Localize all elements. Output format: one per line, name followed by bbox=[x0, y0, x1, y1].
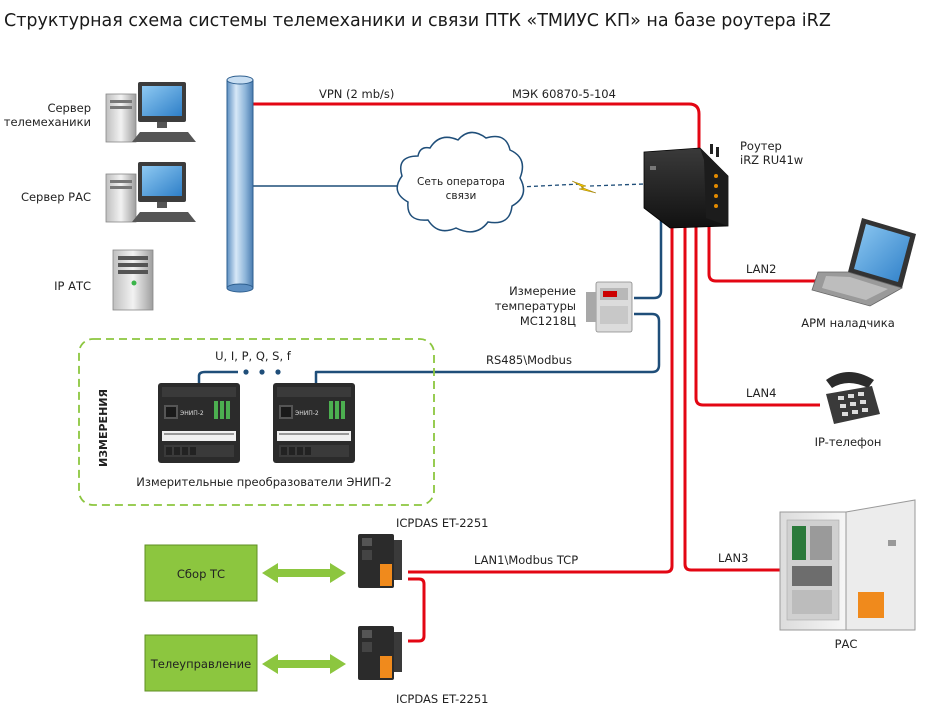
rac-cabinet-icon bbox=[779, 499, 916, 631]
network-backbone-pipe bbox=[226, 75, 254, 293]
laptop-label: АРМ наладчика bbox=[801, 316, 895, 330]
ts-double-arrow bbox=[262, 563, 346, 583]
lan4-label: LAN4 bbox=[746, 386, 776, 400]
lan2-label: LAN2 bbox=[746, 262, 776, 276]
vpn-line bbox=[252, 102, 701, 168]
router-label-2: iRZ RU41w bbox=[740, 153, 803, 167]
chain-dots bbox=[243, 369, 281, 375]
lan3-line bbox=[683, 210, 780, 572]
measurements-group-label: ИЗМЕРЕНИЯ bbox=[97, 389, 110, 467]
icpdas-bottom-label: ICPDAS ET-2251 bbox=[396, 692, 488, 706]
rac-server-icon bbox=[105, 162, 196, 223]
ip-ats-icon bbox=[112, 249, 154, 311]
red-ethernet-lines bbox=[252, 102, 820, 643]
temp-module-icon bbox=[586, 281, 633, 333]
lan1-line bbox=[408, 210, 674, 574]
protocol-label: МЭК 60870-5-104 bbox=[512, 87, 616, 101]
eniip-device-1-brand: ЭНИП-2 bbox=[180, 410, 204, 417]
eniip-caption: Измерительные преобразователи ЭНИП-2 bbox=[136, 475, 391, 489]
lan3-label: LAN3 bbox=[718, 551, 748, 565]
wireless-bolt-icon bbox=[571, 180, 597, 194]
icpdas-link-line bbox=[408, 577, 426, 643]
tu-double-arrow bbox=[262, 654, 346, 674]
measure-params-label: U, I, P, Q, S, f bbox=[215, 349, 292, 363]
ip-ats-label: IP АТС bbox=[54, 279, 91, 293]
temp-label-2: температуры bbox=[495, 299, 576, 313]
operator-label-2: связи bbox=[446, 190, 477, 202]
lan2-line bbox=[707, 210, 820, 283]
diagram-title: Структурная схема системы телемеханики и… bbox=[4, 11, 831, 31]
vpn-label: VPN (2 mb/s) bbox=[319, 87, 394, 101]
blue-serial-lines bbox=[197, 212, 663, 384]
eniip-device-2: ЭНИП-2 bbox=[273, 383, 355, 463]
eniip-link-line bbox=[197, 370, 238, 384]
ip-phone-label: IP-телефон bbox=[815, 435, 882, 449]
eniip-device-2-brand: ЭНИП-2 bbox=[295, 410, 319, 417]
temp-label-3: МС1218Ц bbox=[520, 314, 576, 328]
icpdas-module-top bbox=[358, 534, 402, 588]
cloud-to-router-dashed-2 bbox=[589, 183, 645, 187]
operator-label-1: Сеть оператора bbox=[417, 176, 505, 188]
router-to-temp-line bbox=[634, 212, 663, 300]
eniip-device-1: ЭНИП-2 bbox=[158, 383, 240, 463]
rs485-line bbox=[314, 312, 661, 384]
operator-cloud-icon bbox=[396, 131, 525, 233]
measurements-group bbox=[78, 338, 435, 506]
ts-box-label: Сбор ТС bbox=[177, 567, 225, 581]
cloud-to-router-dashed bbox=[519, 183, 581, 188]
temp-label-1: Измерение bbox=[509, 284, 576, 298]
icpdas-module-bottom bbox=[358, 626, 402, 680]
lan4-line bbox=[694, 210, 820, 407]
lan1-label: LAN1\Modbus TCP bbox=[474, 553, 578, 567]
rs485-label: RS485\Modbus bbox=[486, 353, 572, 367]
telemech-server-icon bbox=[105, 82, 196, 143]
telemech-server-label-1: Сервер bbox=[47, 101, 91, 115]
router-label-1: Роутер bbox=[740, 139, 782, 153]
laptop-icon bbox=[811, 218, 916, 307]
ip-phone-icon bbox=[826, 372, 880, 424]
icpdas-top-label: ICPDAS ET-2251 bbox=[396, 516, 488, 530]
tu-box-label: Телеуправление bbox=[150, 657, 251, 671]
router-icon bbox=[643, 144, 729, 229]
tu-box bbox=[144, 634, 258, 692]
telemech-server-label-2: телемеханики bbox=[4, 115, 91, 129]
cabinet-label: РАС bbox=[835, 637, 858, 651]
ts-box bbox=[144, 544, 258, 602]
rac-server-label: Сервер РАС bbox=[21, 190, 91, 204]
